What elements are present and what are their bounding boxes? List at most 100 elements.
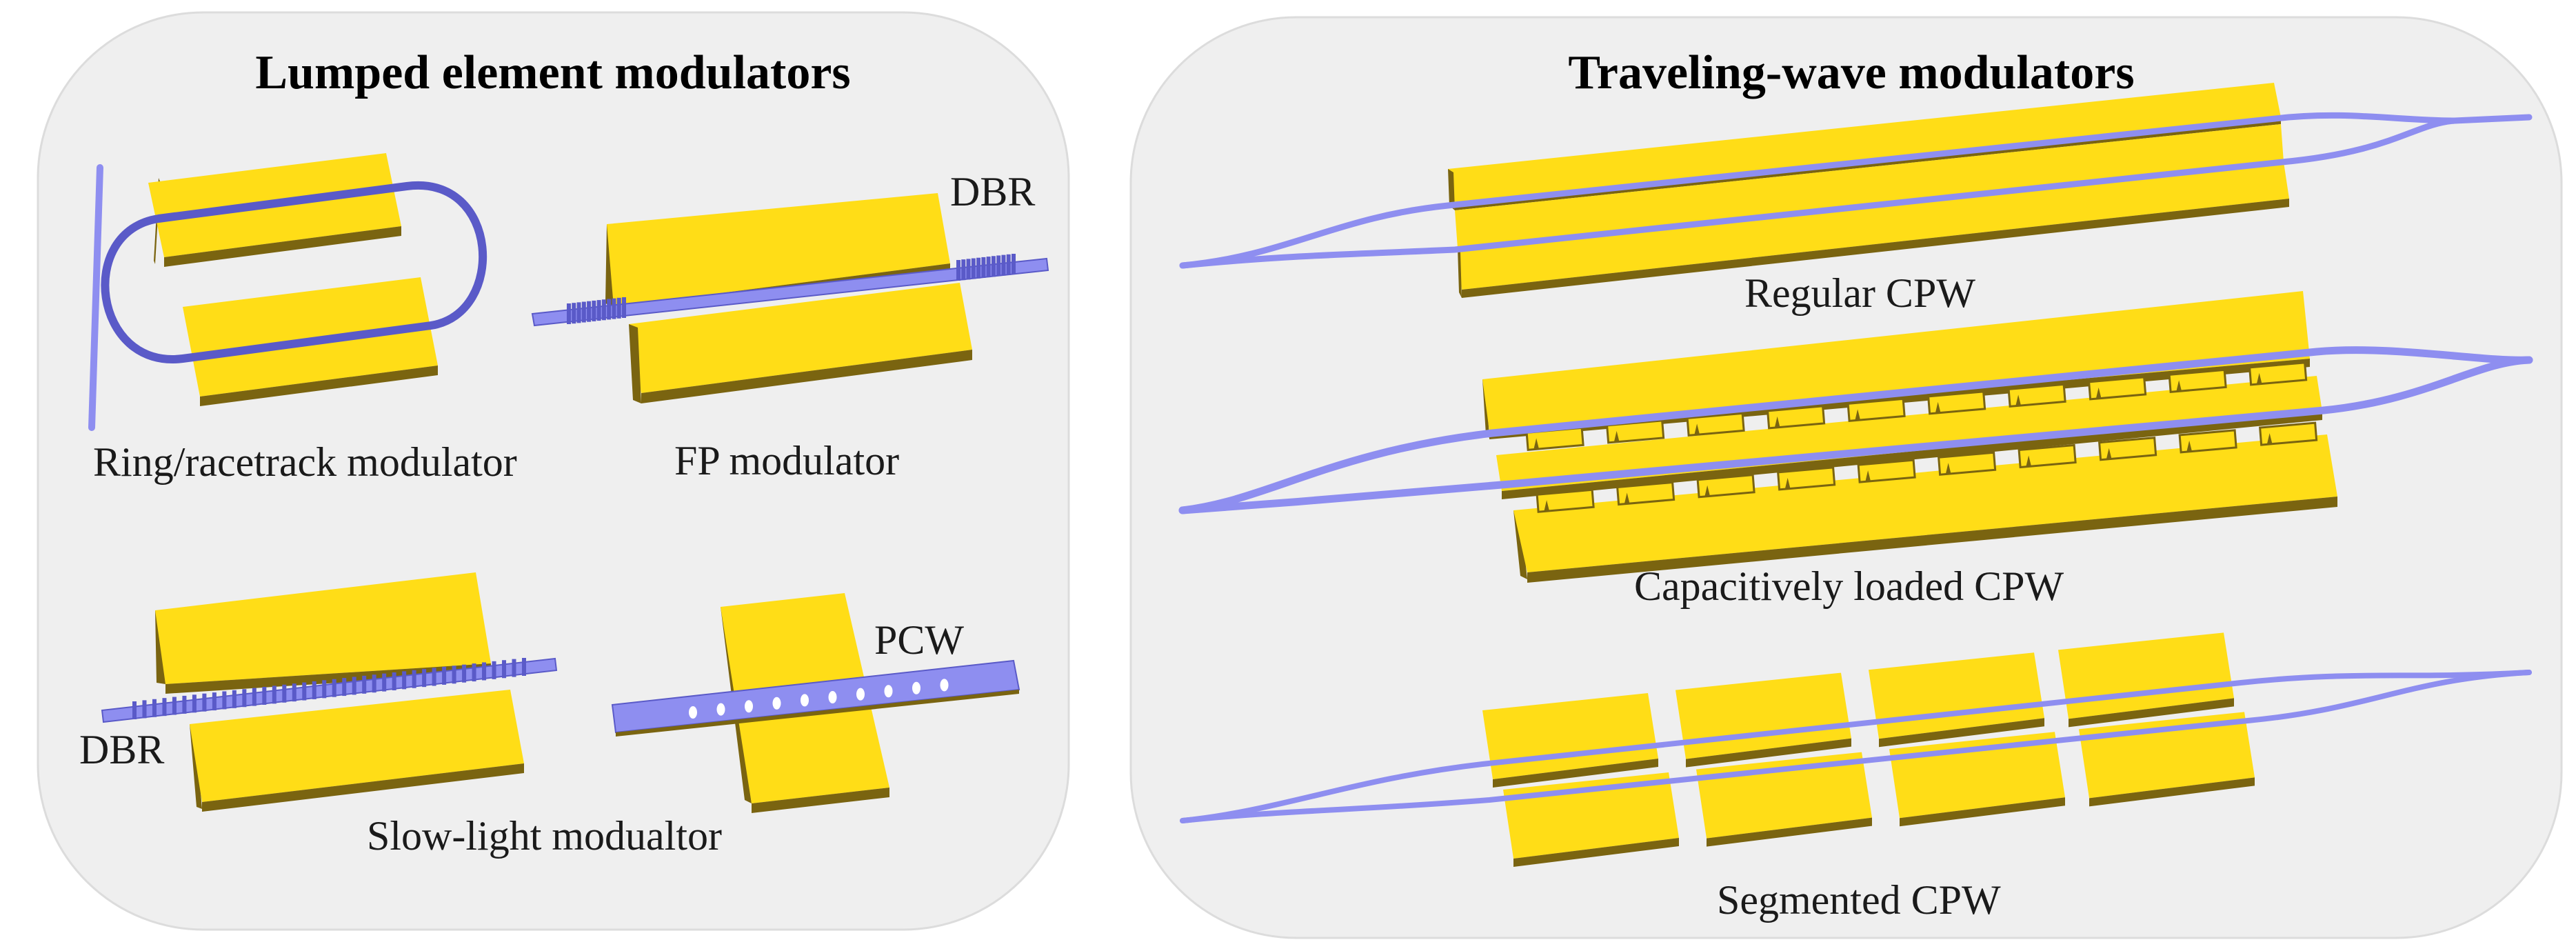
cap-loading-teeth [1525, 361, 2318, 513]
ring-modulator: Ring/racetrack modulator [88, 153, 517, 485]
pcw-holes [689, 679, 949, 719]
loading-pad [1847, 397, 1906, 423]
cpw-segment-edge [2089, 777, 2255, 807]
cpw-segment-edge [1513, 838, 1679, 867]
grating-tooth [567, 303, 571, 324]
racetrack-ring [101, 181, 487, 363]
loading-tooth [1935, 401, 1941, 414]
regular-cpw-ground-bottom [1458, 162, 2289, 298]
grating-tooth [956, 260, 960, 281]
grating-tooth [342, 678, 347, 697]
grating-tooth [601, 299, 606, 321]
grating-tooth [581, 301, 586, 323]
regular-cpw-ground-top [1455, 124, 2284, 248]
grating-tooth [981, 257, 986, 278]
grating-tooth [302, 682, 307, 701]
grating-tooth [222, 691, 227, 710]
grating-tooth [472, 663, 476, 682]
grating-tooth [622, 297, 626, 318]
grating-tooth [252, 688, 256, 706]
grating-tooth [991, 256, 996, 277]
loading-pad [2007, 383, 2066, 408]
cpw-segment-edge [1900, 797, 2065, 827]
grating-tooth [202, 693, 207, 712]
loading-tooth [2176, 380, 2182, 392]
grating-tooth [607, 299, 612, 320]
grating-tooth [392, 672, 396, 690]
grating-tooth [1006, 254, 1011, 275]
grating-tooth [462, 664, 467, 683]
pcw-hole [689, 706, 697, 719]
loading-pad [2259, 421, 2318, 446]
grating-tooth [282, 684, 287, 703]
grating-tooth [576, 302, 581, 323]
grating-tooth [612, 298, 616, 319]
grating-tooth [596, 300, 601, 321]
fp-caption: FP modulator [674, 438, 899, 483]
seg-mzi-upper-arm [1180, 670, 2532, 823]
loading-pad [1606, 419, 1665, 444]
loading-pad [2168, 368, 2227, 394]
slow-light-dbr-modulator: DBR [79, 572, 558, 812]
loading-tooth [1613, 430, 1620, 443]
cap-mzi-lower-arm [1178, 356, 2533, 514]
pcw-hole [801, 694, 809, 707]
grating-tooth [272, 685, 276, 704]
loading-tooth [1704, 485, 1711, 497]
fp-dbr-right [956, 254, 1016, 281]
grating-tooth [492, 661, 496, 679]
grating-tooth [442, 666, 447, 685]
grating-tooth [152, 699, 157, 717]
grating-tooth [1001, 254, 1006, 276]
loading-pad [1536, 488, 1595, 513]
grating-tooth [352, 677, 356, 695]
fp-dbr-label: DBR [950, 169, 1035, 214]
regular-mzi-lower-arm [1179, 114, 2533, 269]
regular-mzi-upper-arm [1179, 112, 2458, 269]
loading-pad [1938, 451, 1997, 476]
grating-tooth [292, 683, 296, 702]
loading-pad [1686, 412, 1745, 437]
loading-tooth [2256, 372, 2262, 385]
grating-tooth [1012, 254, 1016, 274]
grating-tooth [482, 662, 487, 681]
loading-pad [2098, 437, 2157, 461]
cpw-segment-edge [1879, 718, 2044, 748]
pcw-hole [828, 691, 837, 703]
cpw-segment-edge [1707, 817, 1872, 847]
grating-tooth [362, 675, 367, 694]
pcw-hole [716, 703, 725, 716]
loading-pad [2088, 376, 2147, 401]
pcw-hole [912, 681, 920, 694]
loading-tooth [1624, 492, 1630, 505]
grating-tooth [322, 680, 327, 699]
grating-tooth [412, 670, 416, 688]
grating-tooth [592, 300, 596, 321]
slow-light-pcw-modulator: PCW Slow-light modualtor [367, 593, 1020, 859]
grating-tooth [966, 259, 971, 280]
pcw-hole [745, 700, 753, 713]
loading-tooth [1945, 463, 1951, 475]
capacitively-loaded-cpw-modulator: Capacitively loaded CPW [1178, 291, 2533, 609]
grating-tooth [162, 698, 167, 717]
loading-pad [1696, 474, 1755, 499]
cap-cpw-signal [1496, 376, 2322, 499]
loading-pad [1616, 481, 1676, 506]
grating-tooth [587, 301, 592, 322]
loading-pad [2017, 443, 2077, 469]
cpw-segment-edge [1493, 759, 1658, 788]
pcw-hole [884, 685, 893, 698]
pcw-hole [856, 688, 865, 701]
grating-tooth [372, 674, 376, 693]
loading-tooth [1544, 500, 1550, 512]
grating-tooth [512, 659, 516, 677]
loading-tooth [2015, 394, 2022, 407]
loading-pad [1777, 466, 1836, 491]
fp-waveguide [531, 257, 1049, 327]
loading-tooth [1865, 470, 1871, 483]
fp-electrode-lower [629, 283, 972, 403]
grating-tooth [402, 671, 407, 690]
loading-pad [2248, 361, 2308, 386]
grating-tooth [522, 658, 526, 676]
fp-dbr-left [567, 297, 626, 324]
